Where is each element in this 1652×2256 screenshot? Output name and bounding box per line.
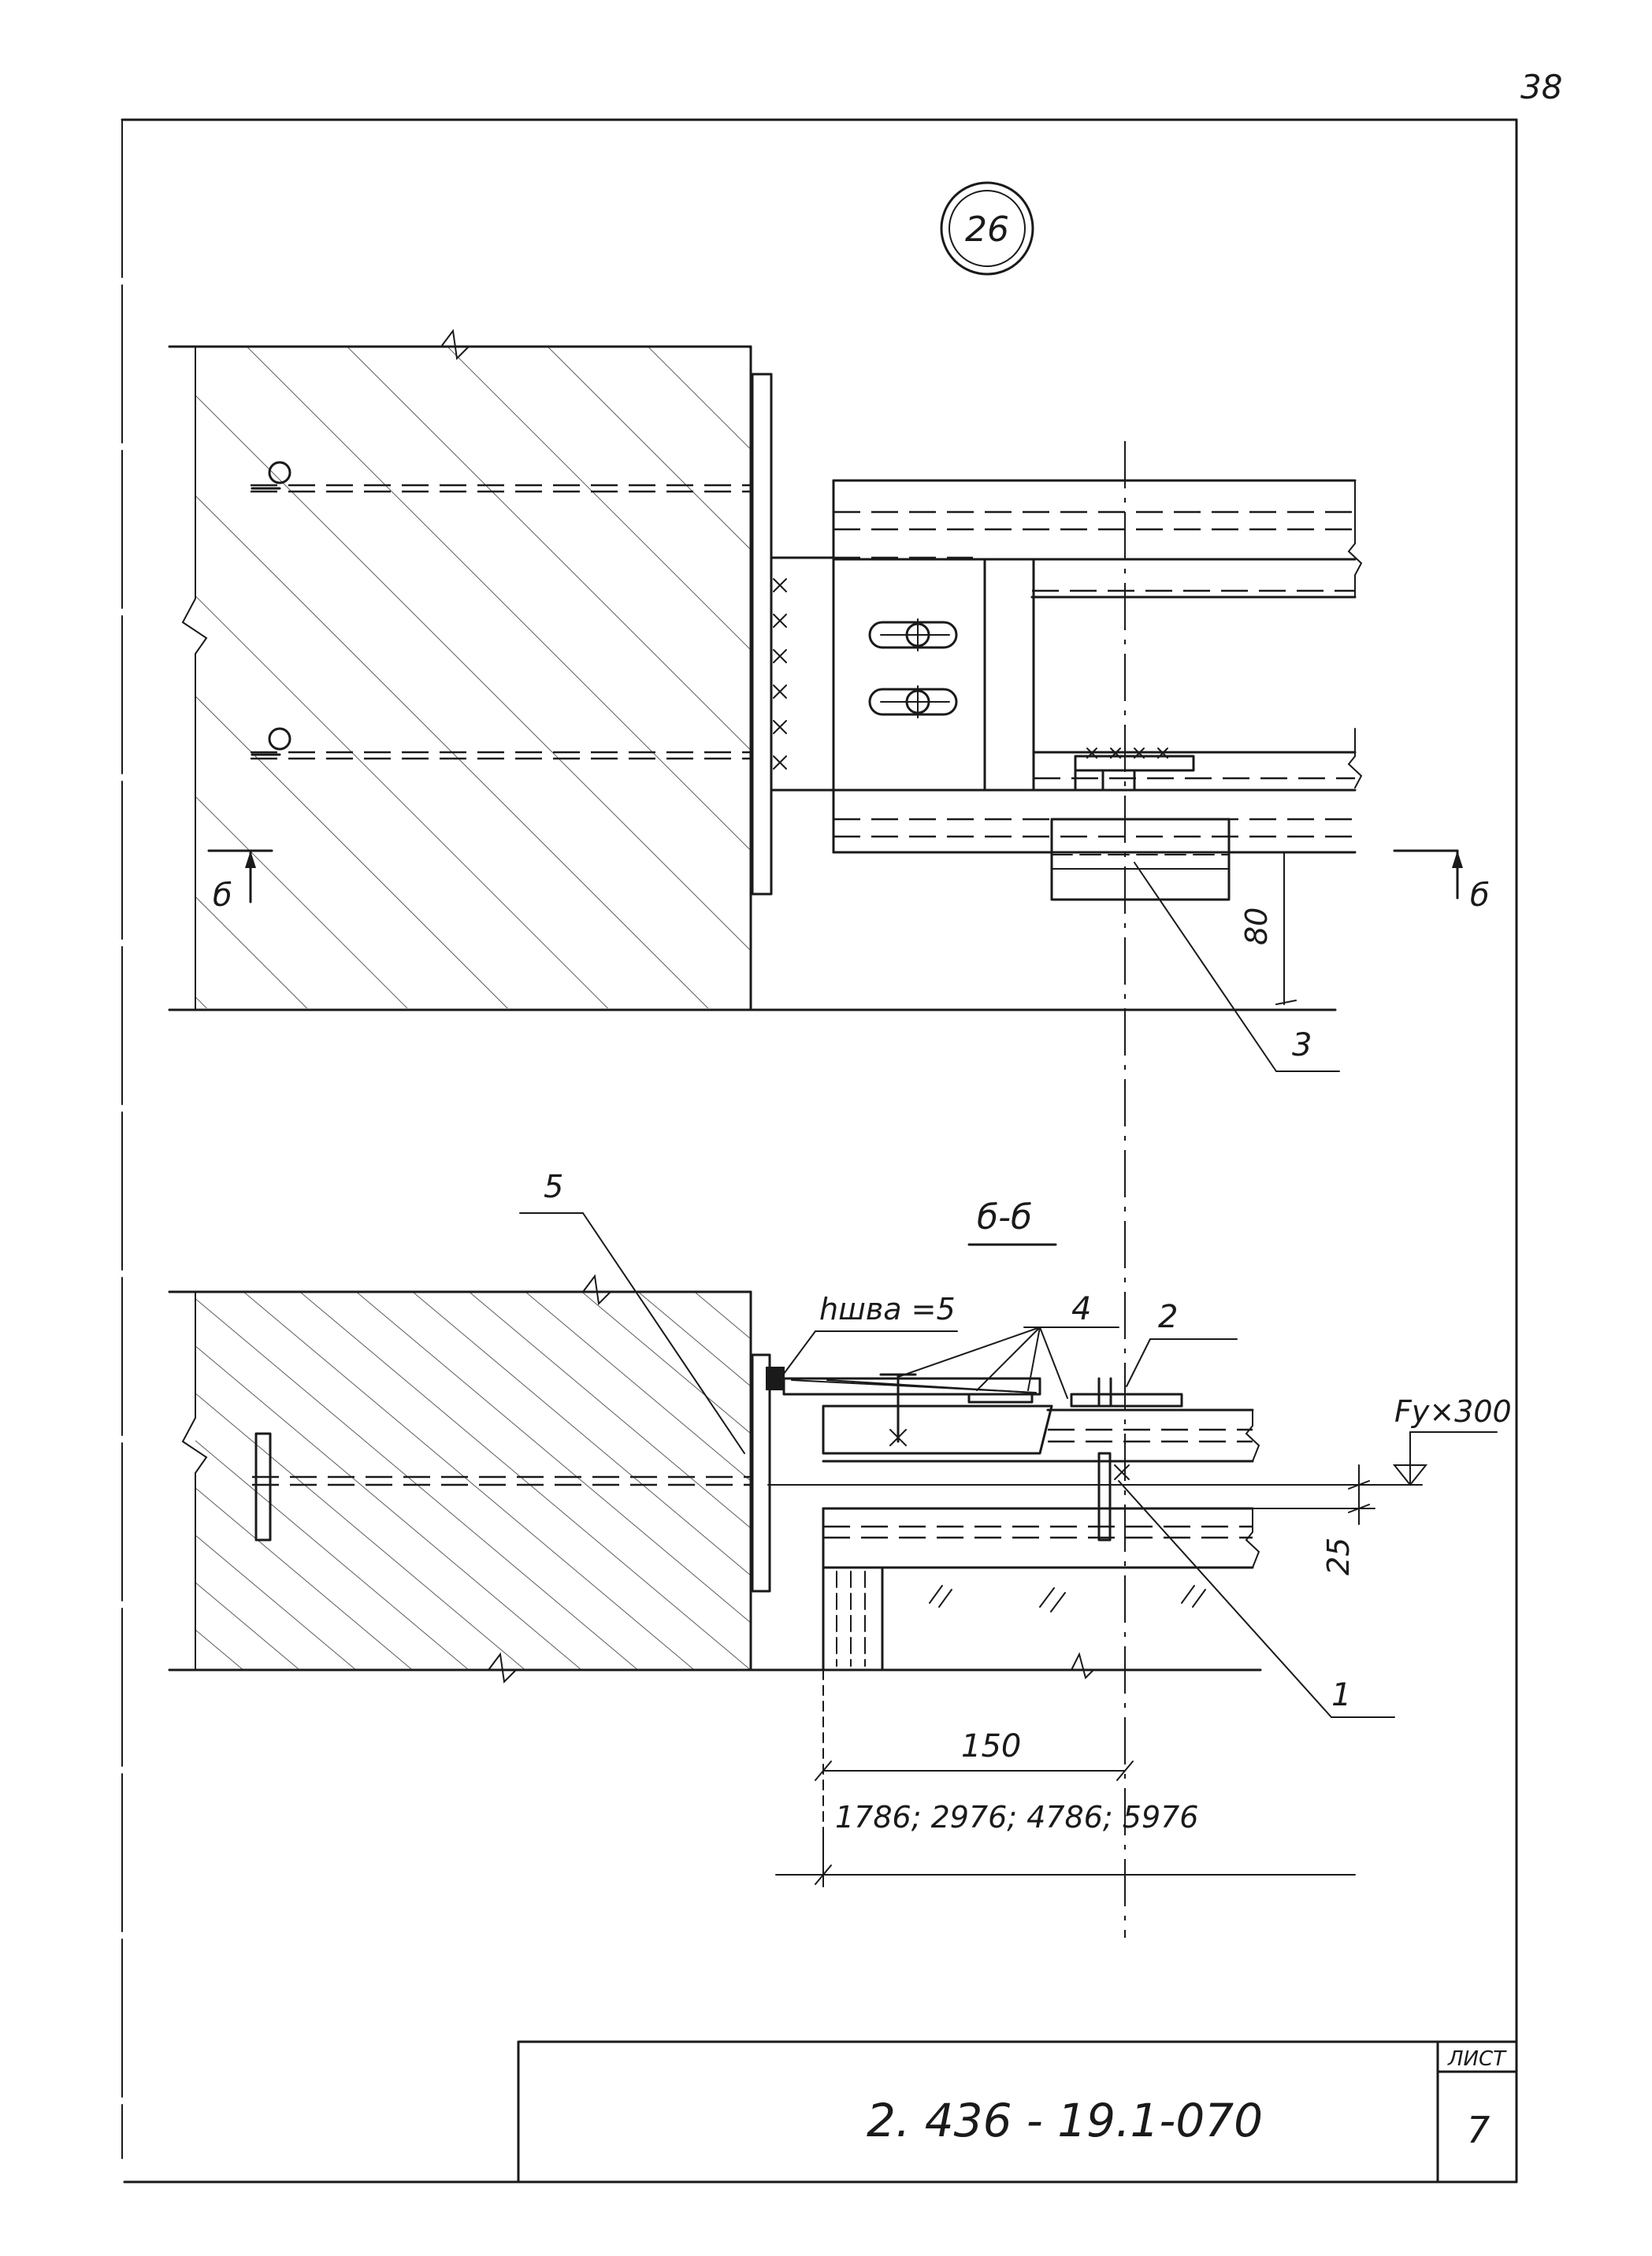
dim-80: 80 — [1239, 907, 1274, 945]
callout-5: 5 — [544, 1169, 563, 1205]
sheet-number: 7 — [1467, 2109, 1490, 2151]
node-label: 26 — [940, 181, 1034, 276]
callout-3: 3 — [1292, 1027, 1312, 1063]
doc-code: 2. 436 - 19.1-070 — [867, 2094, 1263, 2147]
section-wall-hatch — [195, 1292, 751, 1670]
dim-steps: 1786; 2976; 4786; 5976 — [835, 1800, 1198, 1835]
level-note: Fy×300 — [1394, 1394, 1512, 1429]
plan-view: 80 3 б б — [168, 328, 1490, 1938]
section-mark-right-label: б — [1470, 878, 1490, 914]
section-mark-left-label: б — [213, 878, 232, 914]
wall-hatch — [195, 347, 751, 1008]
weld-note: hшва =5 — [819, 1292, 956, 1327]
callout-2: 2 — [1158, 1299, 1178, 1335]
bolt-slots — [868, 618, 958, 718]
title-block: 2. 436 - 19.1-070 ЛИСТ 7 — [517, 2040, 1518, 2184]
section-view: б-б — [168, 1169, 1512, 1887]
page-number: 38 — [1520, 68, 1562, 106]
sheet-label: ЛИСТ — [1447, 2047, 1507, 2071]
dim-150: 150 — [961, 1728, 1021, 1764]
section-mark-right: б — [1393, 849, 1490, 914]
callout-1: 1 — [1331, 1677, 1351, 1713]
element-3-bar — [1050, 818, 1231, 901]
section-title: б-б — [977, 1197, 1032, 1237]
weld-marks — [773, 578, 787, 770]
dim-25: 25 — [1321, 1538, 1356, 1575]
callout-4: 4 — [1071, 1291, 1091, 1327]
section-mark-left: б — [207, 849, 273, 914]
embedded-plate — [751, 373, 773, 896]
node-label-text: 26 — [965, 210, 1009, 250]
